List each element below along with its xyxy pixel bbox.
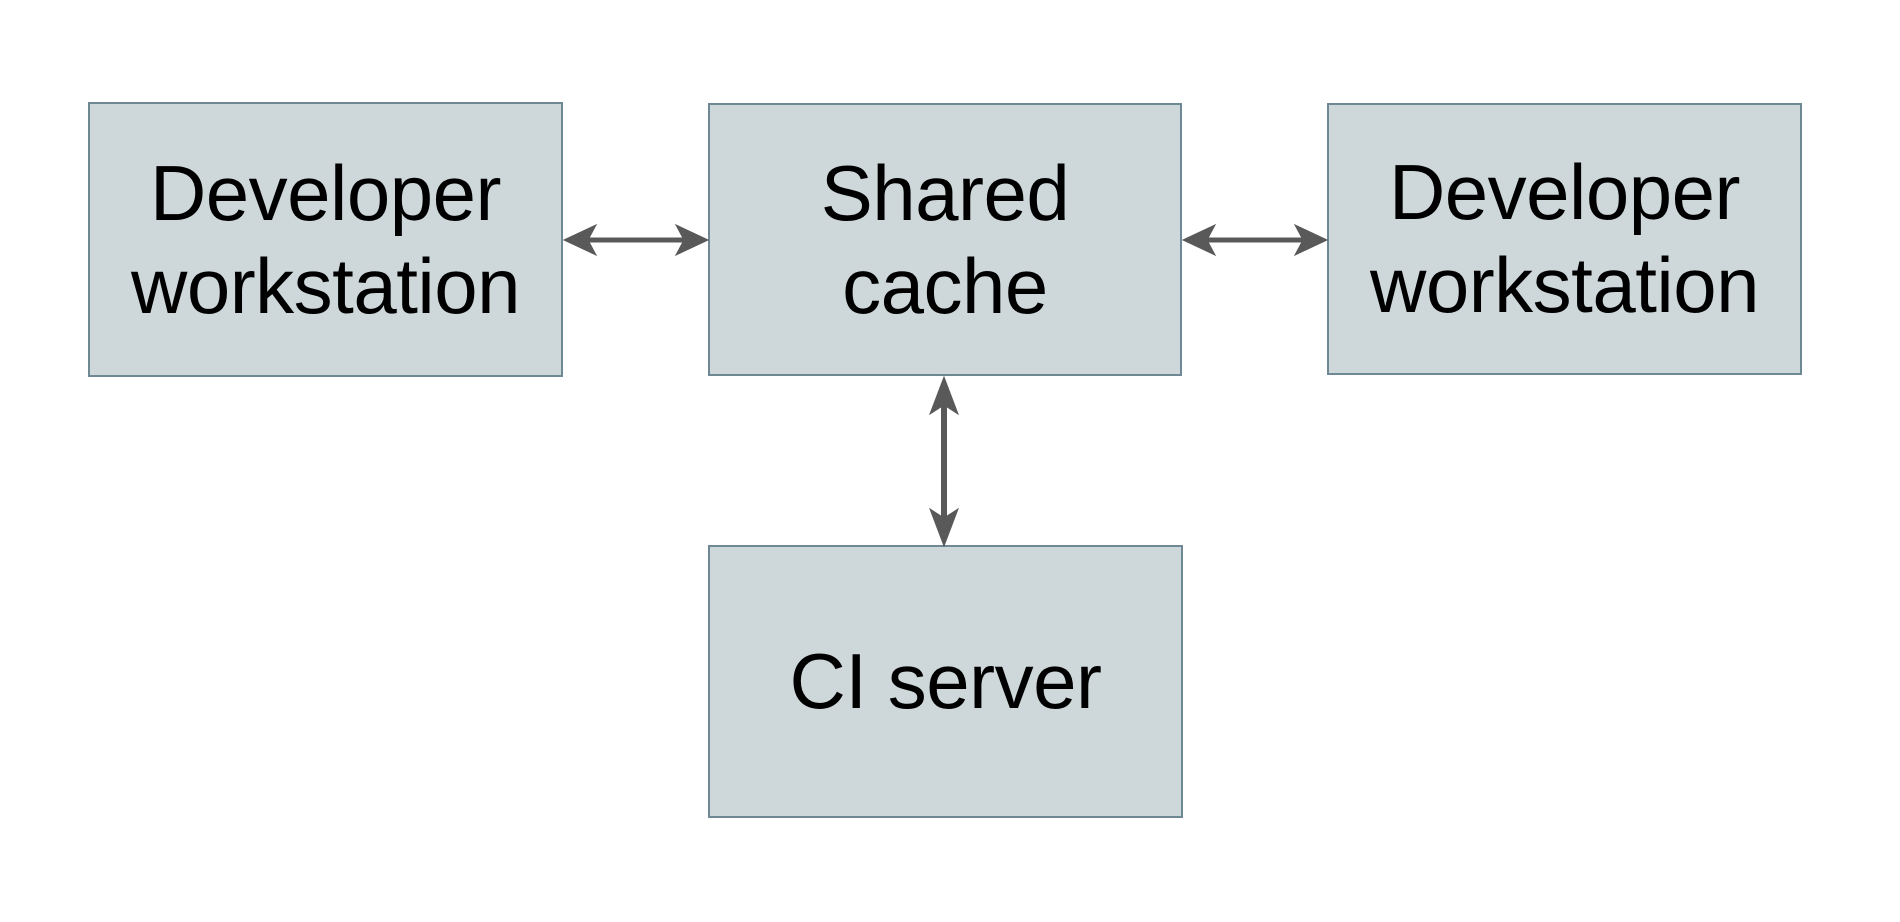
edge-shared-cache-to-developer-workstation-right bbox=[1181, 223, 1329, 257]
node-label: Developer workstation bbox=[1370, 148, 1760, 329]
node-label: Developer workstation bbox=[131, 148, 521, 330]
edge-shared-cache-to-ci-server bbox=[928, 375, 960, 548]
node-ci-server[interactable]: CI server bbox=[708, 545, 1183, 818]
node-label: Shared cache bbox=[820, 148, 1070, 330]
node-shared-cache[interactable]: Shared cache bbox=[708, 103, 1182, 376]
node-developer-workstation-right[interactable]: Developer workstation bbox=[1327, 103, 1802, 375]
node-developer-workstation-left[interactable]: Developer workstation bbox=[88, 102, 563, 377]
edge-developer-workstation-left-to-shared-cache bbox=[562, 223, 710, 257]
node-label: CI server bbox=[789, 637, 1102, 725]
double-arrow-vertical-icon bbox=[928, 375, 960, 548]
double-arrow-horizontal-icon bbox=[1181, 223, 1329, 257]
double-arrow-horizontal-icon bbox=[562, 223, 710, 257]
